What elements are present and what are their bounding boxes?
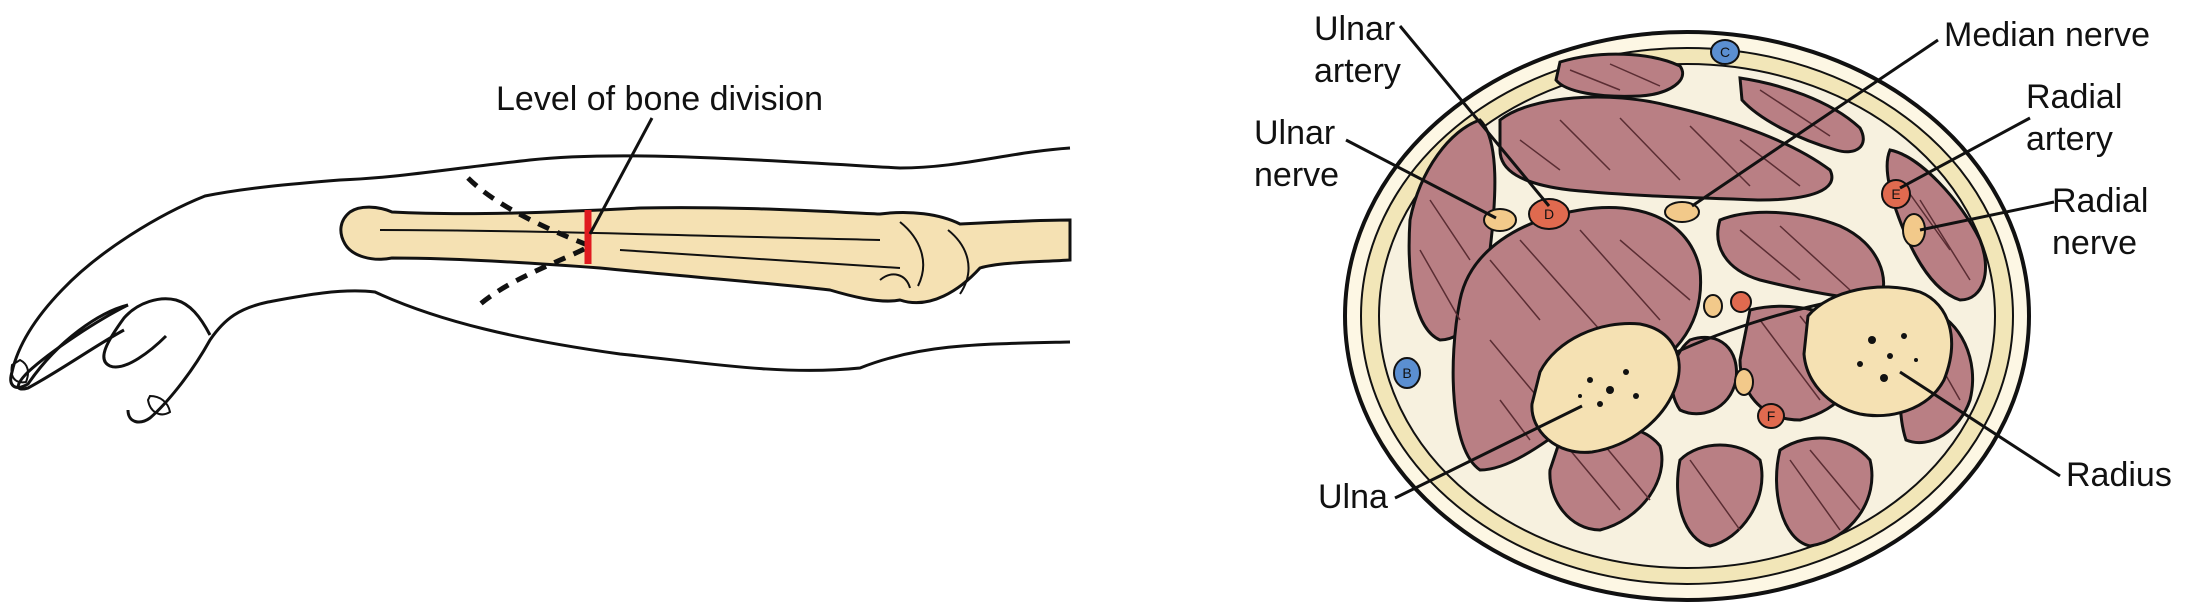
muscle-bottom-right — [1775, 436, 1874, 548]
ulnar-nerve-shape — [1483, 208, 1517, 232]
vessel-marks: C B D E F — [1402, 44, 1900, 424]
bone-shaft-line — [379, 229, 881, 241]
forearm-underside — [126, 289, 1071, 424]
carpal-detail — [879, 221, 970, 295]
svg-text:F: F — [1767, 408, 1776, 424]
median-nerve-label: Median nerve — [1944, 16, 2150, 54]
small-nerve-shape — [1703, 294, 1723, 318]
ulnar-artery-vessel — [1528, 198, 1570, 230]
cross-section: C B D E F Ulnar artery Median nerve Ulna… — [1254, 10, 2172, 602]
ulna-label: Ulna — [1318, 478, 1388, 516]
svg-text:E: E — [1891, 186, 1900, 202]
vein-upper — [1710, 39, 1740, 65]
radius-label: Radius — [2066, 456, 2172, 494]
svg-text:C: C — [1720, 44, 1730, 60]
svg-text:D: D — [1544, 206, 1554, 222]
radial-artery-label: Radial artery — [2026, 78, 2132, 158]
radial-nerve-label: Radial nerve — [2052, 182, 2158, 262]
muscle-top-center — [1554, 52, 1684, 98]
thumb-outline — [102, 297, 212, 369]
leader-lines — [1345, 25, 2061, 500]
bone-division-label: Level of bone division — [496, 80, 823, 118]
svg-text:B: B — [1402, 365, 1411, 381]
ulnar-artery-label: Ulnar artery — [1314, 10, 1405, 90]
median-nerve-shape — [1664, 201, 1700, 223]
radius-bone — [1802, 285, 1953, 418]
bone-shaft-line-2 — [619, 249, 901, 269]
forearm-outline — [9, 146, 1071, 389]
forearm-illustration: Level of bone division — [9, 80, 1072, 424]
ulnar-nerve-label: Ulnar nerve — [1254, 114, 1345, 194]
bone-division-leader — [588, 117, 654, 235]
fingernail — [146, 394, 172, 416]
muscle-bottom-center — [1676, 443, 1764, 548]
muscle-top-left — [1498, 95, 1834, 202]
thumbnail — [10, 358, 29, 384]
central-artery-vessel — [1757, 403, 1785, 429]
vein-left — [1393, 357, 1421, 389]
incision-line — [466, 176, 596, 308]
bone-marrow-speckle — [1578, 333, 1918, 407]
finger-outline — [16, 303, 129, 391]
ulna-bone — [1530, 321, 1681, 454]
small-artery-vessel — [1730, 291, 1752, 313]
small-nerve-shape-2 — [1734, 368, 1754, 396]
